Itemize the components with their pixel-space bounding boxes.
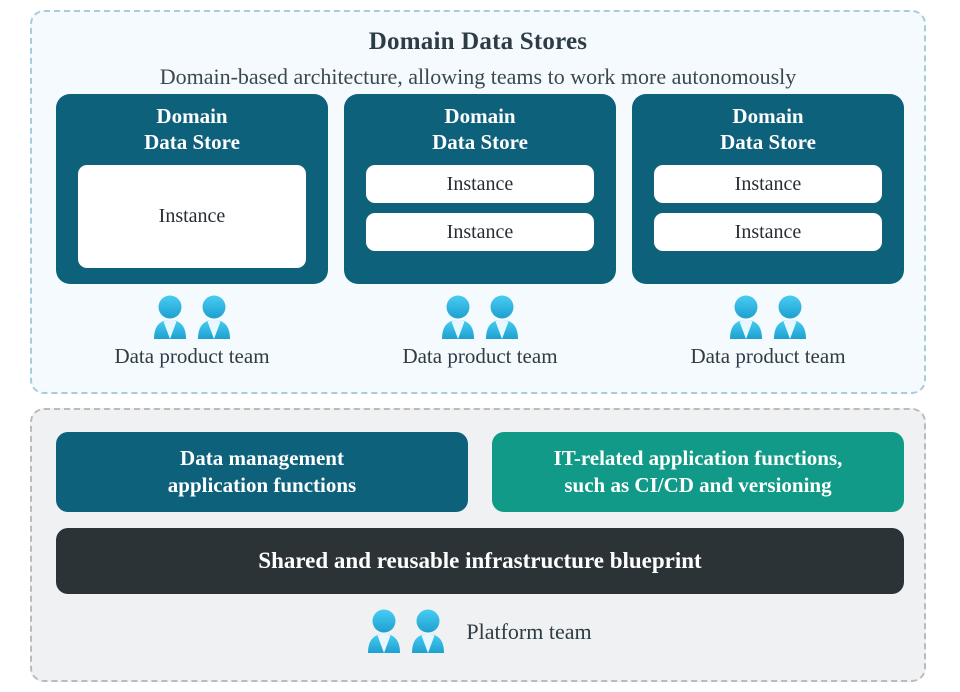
team-label: Data product team bbox=[690, 344, 846, 368]
data-product-team-3: Data product team bbox=[690, 294, 846, 369]
team-label: Data product team bbox=[402, 344, 558, 368]
domain-store-title: Domain Data Store bbox=[144, 104, 240, 154]
domain-store-box-1: Domain Data Store Instance bbox=[56, 94, 328, 284]
person-icon bbox=[153, 295, 186, 339]
person-icon bbox=[773, 295, 806, 339]
person-icon bbox=[729, 295, 762, 339]
person-icon bbox=[412, 609, 445, 653]
people-icon bbox=[726, 294, 810, 342]
data-product-team-2: Data product team bbox=[402, 294, 558, 369]
instance-item: Instance bbox=[366, 165, 594, 204]
infrastructure-blueprint-bar: Shared and reusable infrastructure bluep… bbox=[56, 528, 904, 594]
platform-panel: Data management application functions IT… bbox=[30, 408, 926, 682]
person-icon bbox=[368, 609, 401, 653]
domain-store-box-2: Domain Data Store Instance Instance bbox=[344, 94, 616, 284]
instance-list-1: Instance bbox=[78, 165, 306, 268]
page-title: Domain Data Stores bbox=[368, 28, 588, 55]
people-icon bbox=[364, 608, 448, 656]
domain-store-column-2: Domain Data Store Instance Instance bbox=[344, 94, 616, 369]
it-related-functions-box: IT-related application functions, such a… bbox=[492, 432, 904, 512]
instance-item: Instance bbox=[654, 165, 882, 204]
instance-item: Instance bbox=[78, 165, 306, 268]
person-icon bbox=[441, 295, 474, 339]
data-product-team-1: Data product team bbox=[114, 294, 270, 369]
person-icon bbox=[485, 295, 518, 339]
platform-team-label: Platform team bbox=[466, 619, 592, 644]
domain-store-title: Domain Data Store bbox=[432, 104, 528, 154]
domain-store-column-3: Domain Data Store Instance Instance bbox=[632, 94, 904, 369]
instance-list-3: Instance Instance bbox=[654, 165, 882, 268]
domain-store-column-1: Domain Data Store Instance bbox=[56, 94, 328, 369]
people-icon bbox=[438, 294, 522, 342]
domain-stores-row: Domain Data Store Instance bbox=[56, 94, 904, 369]
instance-item: Instance bbox=[366, 213, 594, 252]
instance-item: Instance bbox=[654, 213, 882, 252]
people-icon bbox=[150, 294, 234, 342]
domain-store-box-3: Domain Data Store Instance Instance bbox=[632, 94, 904, 284]
data-management-functions-box: Data management application functions bbox=[56, 432, 468, 512]
platform-team-row: Platform team bbox=[32, 608, 924, 656]
domain-store-title: Domain Data Store bbox=[720, 104, 816, 154]
team-label: Data product team bbox=[114, 344, 270, 368]
instance-list-2: Instance Instance bbox=[366, 165, 594, 268]
domain-data-stores-panel: Domain Data Stores Domain-based architec… bbox=[30, 10, 926, 394]
application-functions-row: Data management application functions IT… bbox=[56, 432, 904, 512]
panel-subtitle: Domain-based architecture, allowing team… bbox=[159, 64, 797, 89]
person-icon bbox=[197, 295, 230, 339]
